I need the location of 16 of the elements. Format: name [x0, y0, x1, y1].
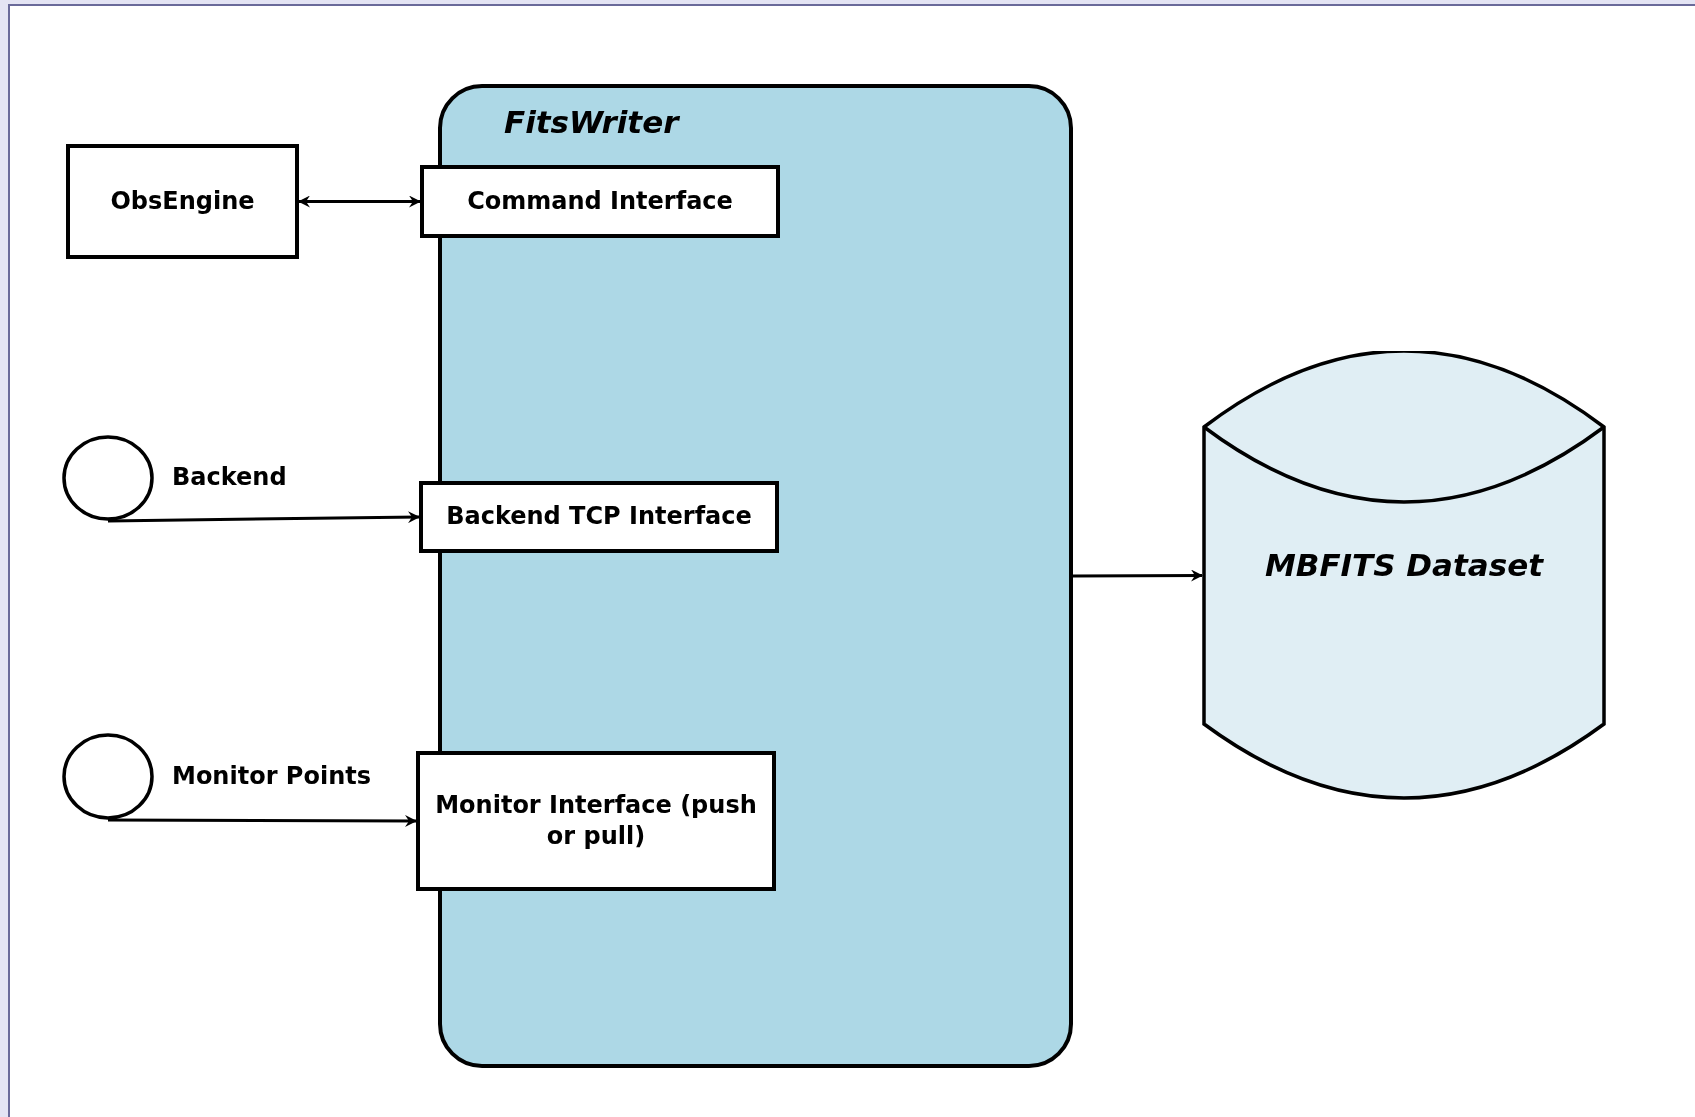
process-box [66, 144, 299, 259]
arrow [298, 195, 421, 208]
process-box [419, 481, 779, 553]
container-title: FitsWriter [504, 103, 679, 142]
box-label: Backend TCP Interface [445, 501, 753, 533]
box-label: ObsEngine [109, 185, 256, 217]
box-label: Monitor Interface (push or pull) [434, 789, 758, 852]
box-label: Command Interface [466, 185, 734, 217]
node-caption: Monitor Points [172, 760, 371, 792]
arrow [108, 511, 420, 524]
node-caption: Backend [172, 462, 287, 493]
arrow [1073, 569, 1203, 582]
database-label: MBFITS Dataset [1263, 546, 1545, 585]
process-box [416, 751, 776, 891]
process-box [420, 165, 780, 238]
arrow [108, 814, 417, 827]
